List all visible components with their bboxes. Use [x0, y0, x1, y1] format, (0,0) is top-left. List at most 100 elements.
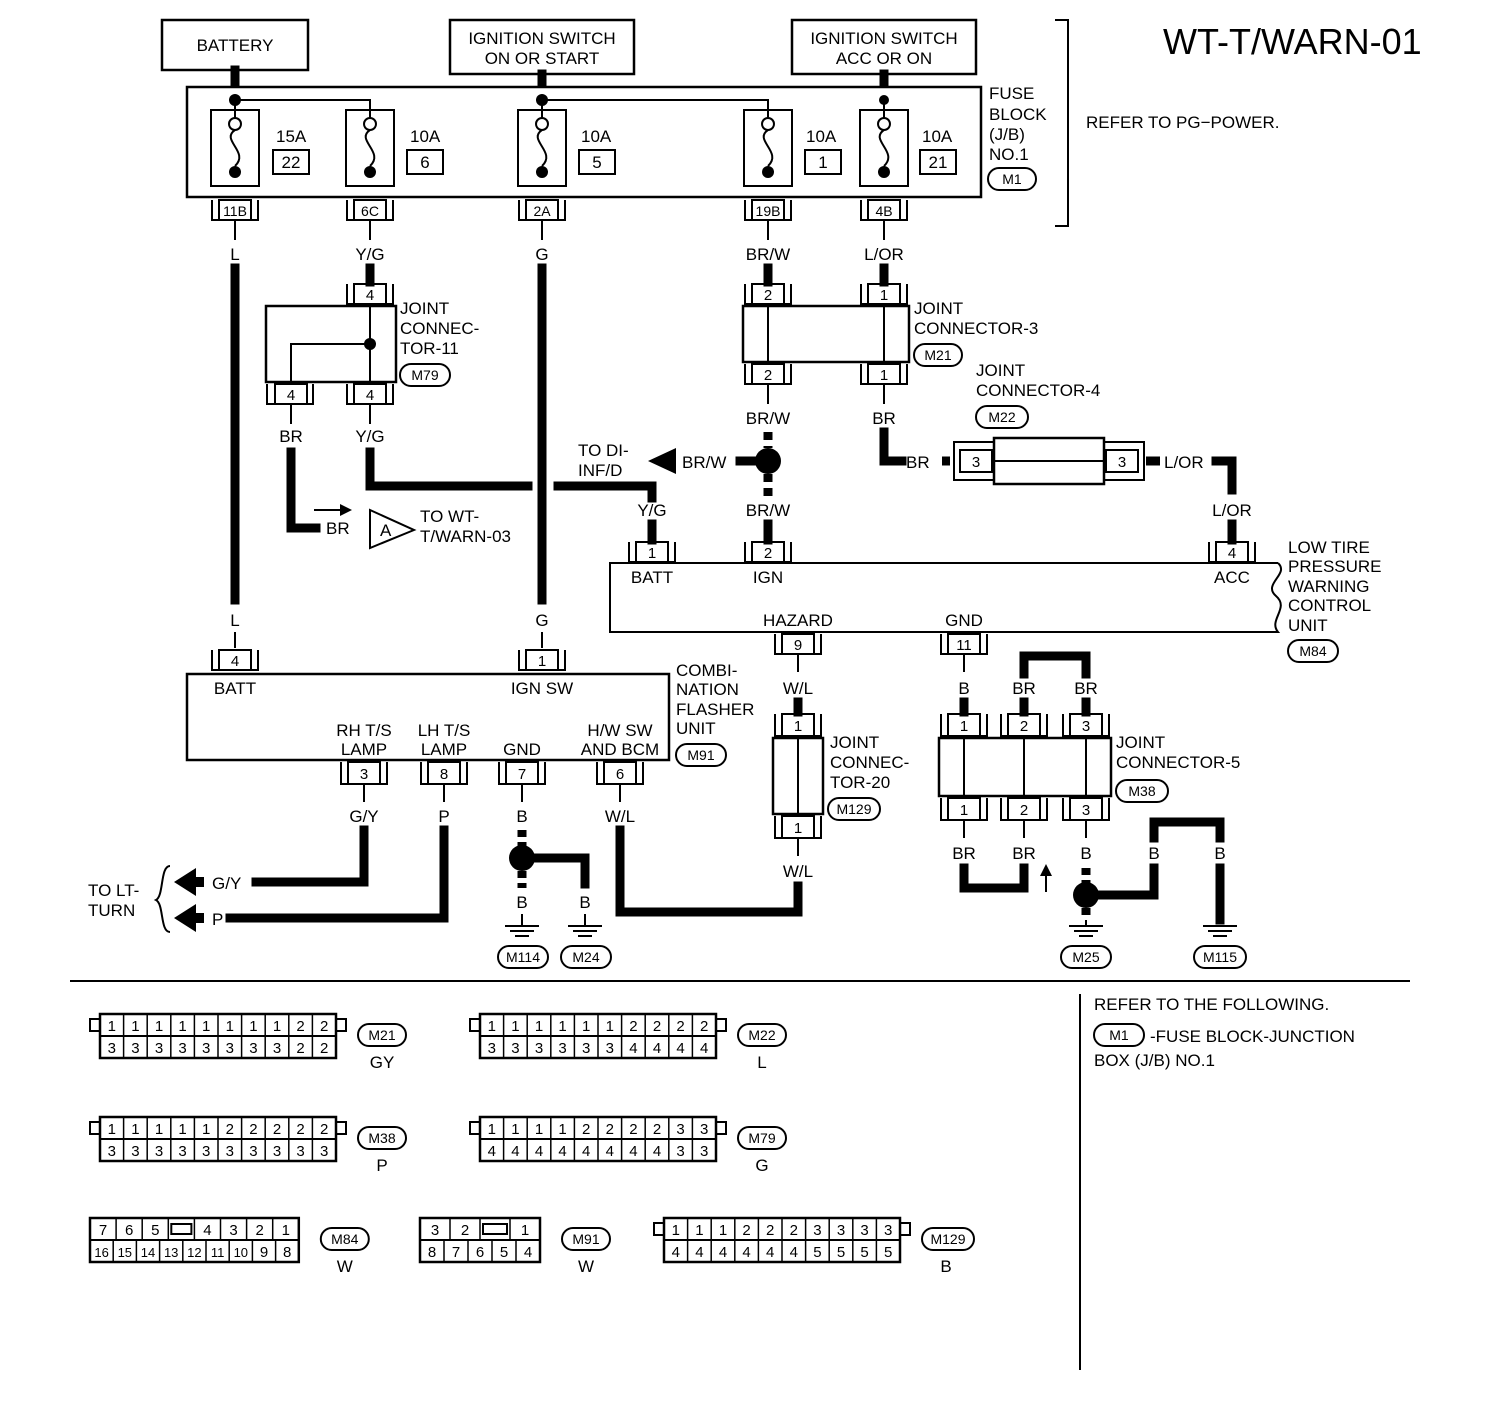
diagram-title: WT-T/WARN-01: [1163, 21, 1422, 62]
connector-pin: 3: [884, 1222, 892, 1239]
svg-text:4: 4: [366, 287, 374, 304]
svg-text:1: 1: [960, 802, 968, 819]
connector-pin: 3: [558, 1040, 566, 1057]
connector-pin: 4: [203, 1222, 211, 1239]
connector-pin: 3: [273, 1143, 281, 1160]
svg-text:BR: BR: [906, 453, 930, 472]
svg-text:JOINT: JOINT: [830, 733, 879, 752]
svg-text:TOR-11: TOR-11: [400, 339, 459, 358]
connector-pin: 3: [296, 1143, 304, 1160]
fuse-5-number: 5: [592, 153, 601, 172]
svg-text:FLASHER: FLASHER: [676, 700, 754, 719]
connector-color: GY: [370, 1053, 395, 1072]
fuse-21: 10A 21: [859, 109, 957, 187]
svg-text:4: 4: [1228, 545, 1236, 562]
connector-code: M21: [368, 1027, 395, 1043]
connector-pin: 1: [131, 1018, 139, 1035]
connector-pin: 14: [141, 1245, 155, 1260]
connector-pin: 1: [108, 1121, 116, 1138]
connector-pin: 16: [94, 1245, 108, 1260]
connector-pin: 1: [511, 1121, 519, 1138]
connector-pin: 2: [273, 1121, 281, 1138]
connector-pin: 7: [452, 1244, 460, 1261]
svg-text:AND BCM: AND BCM: [581, 740, 659, 759]
connector-pin: 2: [742, 1222, 750, 1239]
connector-pin: 3: [202, 1143, 210, 1160]
svg-text:BR: BR: [1012, 844, 1036, 863]
connector-pin: 3: [535, 1040, 543, 1057]
fuse-block-label-2: BLOCK: [989, 105, 1047, 124]
connector-pin: 3: [229, 1222, 237, 1239]
fuse-block-label-3: (J/B): [989, 125, 1025, 144]
svg-text:LAMP: LAMP: [341, 740, 387, 759]
ground-m115: M115: [1203, 949, 1237, 965]
svg-text:COMBI-: COMBI-: [676, 661, 737, 680]
connector-pin: 3: [249, 1143, 257, 1160]
connector-pin: 5: [151, 1222, 159, 1239]
connector-pin: 2: [320, 1121, 328, 1138]
fuse-block-label-1: FUSE: [989, 84, 1034, 103]
connector-pin: 2: [676, 1018, 684, 1035]
svg-text:LOW TIRE: LOW TIRE: [1288, 538, 1370, 557]
connector-pin: 4: [742, 1244, 750, 1261]
fuse-6-amp: 10A: [410, 127, 441, 146]
terminal-2a: 2A: [533, 203, 551, 219]
svg-text:BR: BR: [952, 844, 976, 863]
connector-pin: 4: [790, 1244, 798, 1261]
svg-text:GND: GND: [945, 611, 983, 630]
svg-text:3: 3: [360, 766, 368, 783]
svg-text:4: 4: [231, 653, 239, 670]
svg-text:CONTROL: CONTROL: [1288, 596, 1371, 615]
connector-pin: 1: [558, 1018, 566, 1035]
svg-text:BR: BR: [1074, 679, 1098, 698]
svg-text:GND: GND: [503, 740, 541, 759]
terminal-19b: 19B: [756, 203, 781, 219]
wire-label-lor: L/OR: [864, 245, 904, 264]
fuse-block-refer: REFER TO PG−POWER.: [1086, 113, 1280, 132]
connector-pin: 3: [700, 1121, 708, 1138]
connector-pin: 3: [582, 1040, 590, 1057]
connector-pin: 5: [884, 1244, 892, 1261]
terminal-11b: 11B: [223, 203, 247, 219]
ground-m25: M25: [1072, 949, 1099, 965]
svg-text:2: 2: [764, 545, 772, 562]
fuse-1-amp: 10A: [806, 127, 837, 146]
fuse-6-number: 6: [420, 153, 429, 172]
battery-label: BATTERY: [197, 36, 274, 55]
svg-text:TOR-20: TOR-20: [830, 773, 890, 792]
flasher-code: M91: [687, 747, 714, 763]
connector-pin: 1: [535, 1121, 543, 1138]
svg-text:4: 4: [287, 387, 295, 404]
connector-pin: 4: [582, 1143, 590, 1160]
fuse-1: 10A 1: [743, 109, 842, 187]
connector-pin: 3: [700, 1143, 708, 1160]
connector-pin: 2: [296, 1040, 304, 1057]
connector-code: M91: [572, 1231, 599, 1247]
svg-text:JOINT: JOINT: [914, 299, 963, 318]
svg-text:BR/W: BR/W: [746, 409, 790, 428]
connector-pin: 3: [676, 1121, 684, 1138]
connector-pin: 4: [719, 1244, 727, 1261]
jc20-code: M129: [836, 801, 871, 817]
svg-text:G/Y: G/Y: [349, 807, 378, 826]
connector-pin: 1: [535, 1018, 543, 1035]
ltpw-code: M84: [1299, 643, 1326, 659]
svg-text:WARNING: WARNING: [1288, 577, 1370, 596]
connector-pin: 8: [428, 1244, 436, 1261]
terminal-4b: 4B: [875, 203, 892, 219]
connector-pin: 1: [131, 1121, 139, 1138]
connector-pin: 3: [837, 1222, 845, 1239]
connector-pin: 2: [582, 1121, 590, 1138]
svg-text:LH T/S: LH T/S: [418, 721, 471, 740]
legend-refer-2: -FUSE BLOCK-JUNCTION: [1150, 1027, 1355, 1046]
connector-pin: 3: [813, 1222, 821, 1239]
svg-text:3: 3: [972, 454, 980, 471]
connector-pin: 5: [837, 1244, 845, 1261]
connector-pin: 1: [178, 1121, 186, 1138]
connector-pin: 7: [99, 1222, 107, 1239]
connector-pin: 3: [202, 1040, 210, 1057]
connector-pin: 2: [296, 1018, 304, 1035]
connector-pin: 1: [582, 1018, 590, 1035]
connector-pin: 4: [766, 1244, 774, 1261]
